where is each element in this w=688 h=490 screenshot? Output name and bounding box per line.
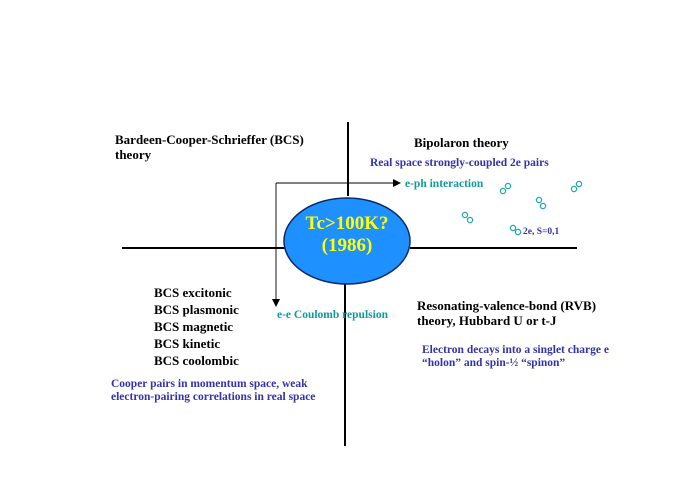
bipolaron-subtitle: Real space strongly-coupled 2e pairs (370, 157, 549, 169)
list-item: BCS excitonic (154, 285, 232, 300)
bcs-variants-list: BCS excitonic BCS plasmonic BCS magnetic… (154, 284, 239, 369)
electron-pair (535, 196, 547, 210)
bcs-theory-title: Bardeen-Cooper-Schrieffer (BCS) theory (115, 132, 304, 162)
rvb-theory-title: Resonating-valence-bond (RVB) theory, Hu… (417, 298, 597, 328)
ee-repulsion-label: e-e Coulomb repulsion (277, 309, 388, 321)
rvb-title-line2: theory, Hubbard U or t-J (417, 312, 557, 328)
electron-pair (461, 211, 474, 224)
list-item: BCS kinetic (154, 336, 221, 351)
cooper-note-line1: Cooper pairs in momentum space, weak (111, 378, 308, 390)
electron-pairs (461, 180, 583, 236)
bcs-title-line2: theory (115, 146, 152, 162)
center-label-line1: Tc>100K? (305, 213, 389, 234)
rvb-title-line1: Resonating-valence-bond (RVB) (417, 298, 597, 313)
list-item: BCS coolombic (154, 353, 239, 368)
eph-interaction-label: e-ph interaction (405, 178, 484, 190)
electron-pair (570, 180, 583, 193)
center-label-line2: (1986) (321, 234, 373, 256)
list-item: BCS plasmonic (154, 302, 239, 317)
center-ellipse (283, 197, 411, 285)
center-label: Tc>100K? (1986) (283, 213, 411, 257)
rvb-note-line1: Electron decays into a singlet charge e (422, 344, 609, 356)
cooper-pairs-note: Cooper pairs in momentum space, weak ele… (111, 378, 315, 404)
bipolaron-title: Bipolaron theory (414, 135, 509, 150)
rvb-note: Electron decays into a singlet charge e … (422, 344, 609, 370)
electron-pair (509, 224, 522, 236)
list-item: BCS magnetic (154, 319, 234, 334)
pair-spin-label: 2e, S=0,1 (523, 227, 560, 237)
cooper-note-line2: electron-pairing correlations in real sp… (111, 390, 316, 403)
bcs-title-line1: Bardeen-Cooper-Schrieffer (BCS) (115, 132, 304, 147)
electron-pair (499, 182, 512, 195)
rvb-note-line2: “holon” and spin-½ “spinon” (422, 356, 566, 369)
